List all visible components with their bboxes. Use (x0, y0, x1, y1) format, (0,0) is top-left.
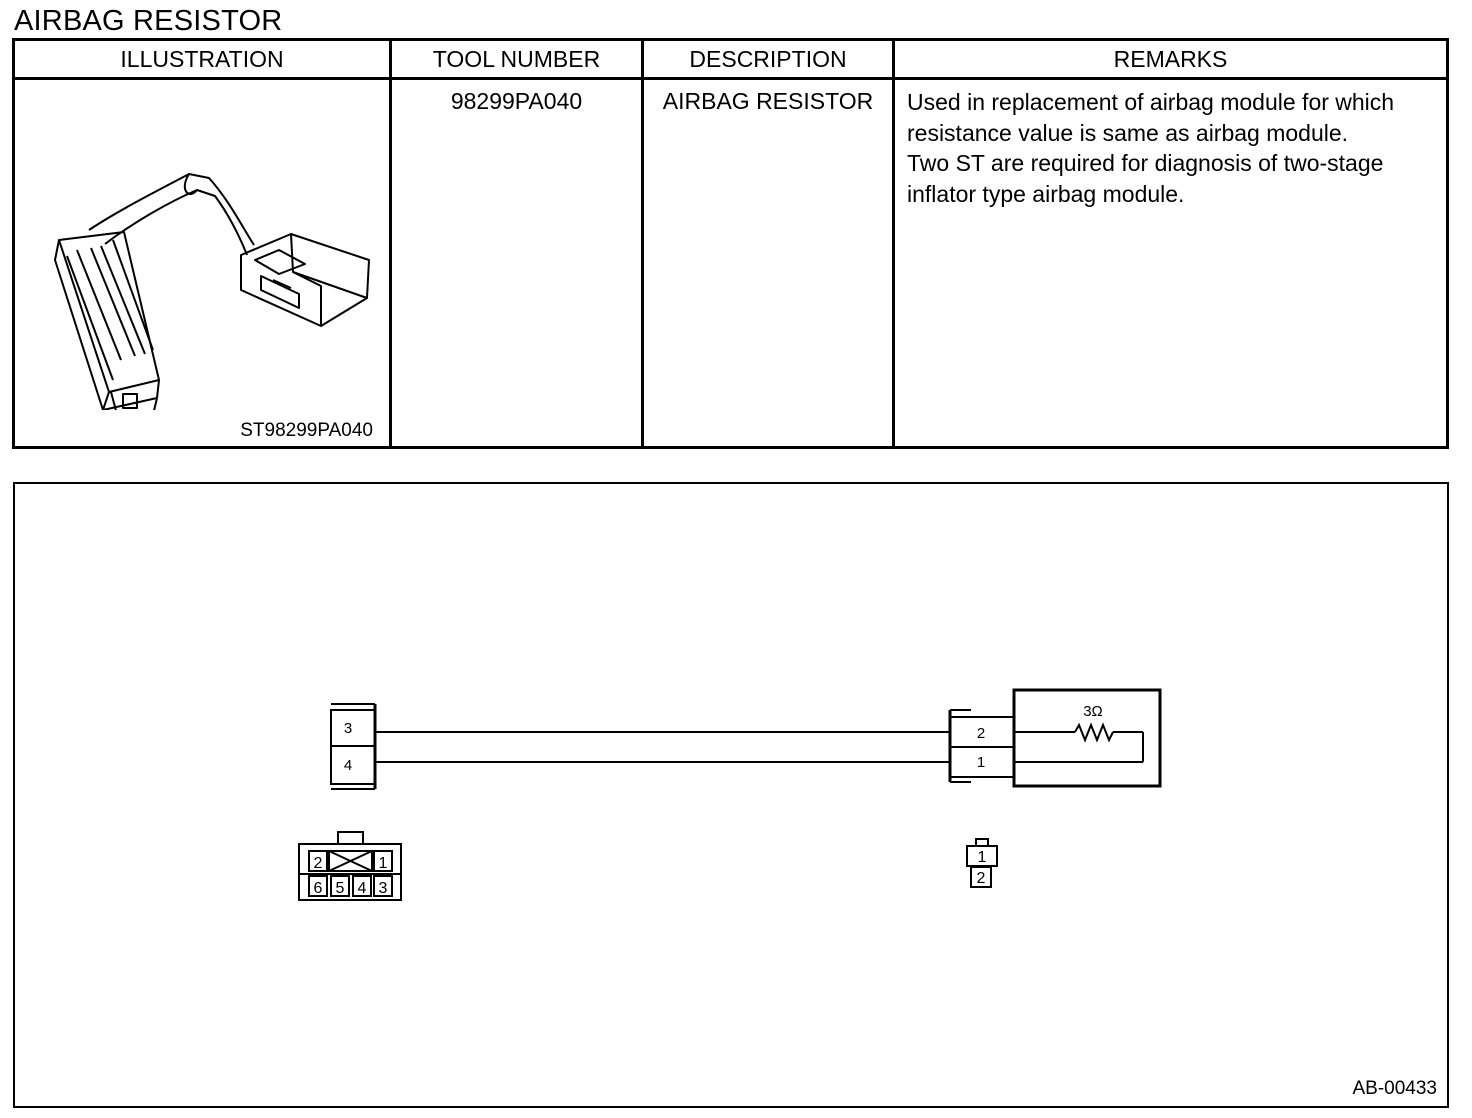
face-pin: 4 (358, 880, 367, 897)
right-pin-label: 2 (977, 725, 985, 742)
header-remarks: REMARKS (892, 38, 1449, 80)
description-cell: AIRBAG RESISTOR (641, 77, 895, 449)
remarks-line: resistance value is same as airbag modul… (907, 119, 1349, 146)
remarks-text: Used in replacement of airbag module for… (895, 80, 1446, 209)
wiring-diagram: 3 4 2 1 3Ω 2 1 6 5 4 3 1 2 AB-00433 (13, 482, 1449, 1108)
header-illustration: ILLUSTRATION (12, 38, 392, 80)
resistor-value: 3Ω (1083, 703, 1103, 720)
header-description: DESCRIPTION (641, 38, 895, 80)
description: AIRBAG RESISTOR (662, 88, 874, 114)
wiring-diagram-svg: 3 4 2 1 3Ω 2 1 6 5 4 3 1 2 (298, 688, 1162, 901)
table-row: ST98299PA040 98299PA040 AIRBAG RESISTOR … (12, 77, 1449, 449)
face-pin: 3 (379, 880, 388, 897)
header-tool-number: TOOL NUMBER (389, 38, 644, 80)
illustration-wrap: ST98299PA040 (15, 80, 389, 446)
face-pin: 1 (978, 849, 987, 866)
resistor-box (1012, 688, 1162, 788)
left-pin-label: 4 (344, 757, 352, 774)
face-pin: 5 (336, 880, 345, 897)
remarks-line: Two ST are required for diagnosis of two… (907, 150, 1384, 176)
tool-number-cell: 98299PA040 (389, 77, 644, 449)
illustration-code: ST98299PA040 (240, 420, 373, 441)
remarks-line: inflator type airbag module. (907, 180, 1185, 207)
left-pin-label: 3 (344, 720, 352, 737)
illustration-cell: ST98299PA040 (12, 77, 392, 449)
remarks-cell: Used in replacement of airbag module for… (892, 77, 1449, 449)
remarks-line: Used in replacement of airbag module for… (907, 89, 1395, 115)
face-pin: 2 (977, 870, 986, 887)
right-pin-label: 1 (977, 754, 985, 771)
tool-table: ILLUSTRATION TOOL NUMBER DESCRIPTION REM… (12, 38, 1449, 449)
resistor-symbol (1074, 722, 1114, 743)
tool-number: 98299PA040 (450, 88, 583, 114)
resistor-harness-illustration (54, 173, 370, 410)
figure-code: AB-00433 (1352, 1078, 1437, 1099)
face-pin: 6 (314, 880, 323, 897)
page-title: AIRBAG RESISTOR (14, 5, 283, 37)
face-pin: 2 (314, 855, 323, 872)
face-pin: 1 (379, 855, 388, 872)
table-header-row: ILLUSTRATION TOOL NUMBER DESCRIPTION REM… (12, 38, 1449, 80)
